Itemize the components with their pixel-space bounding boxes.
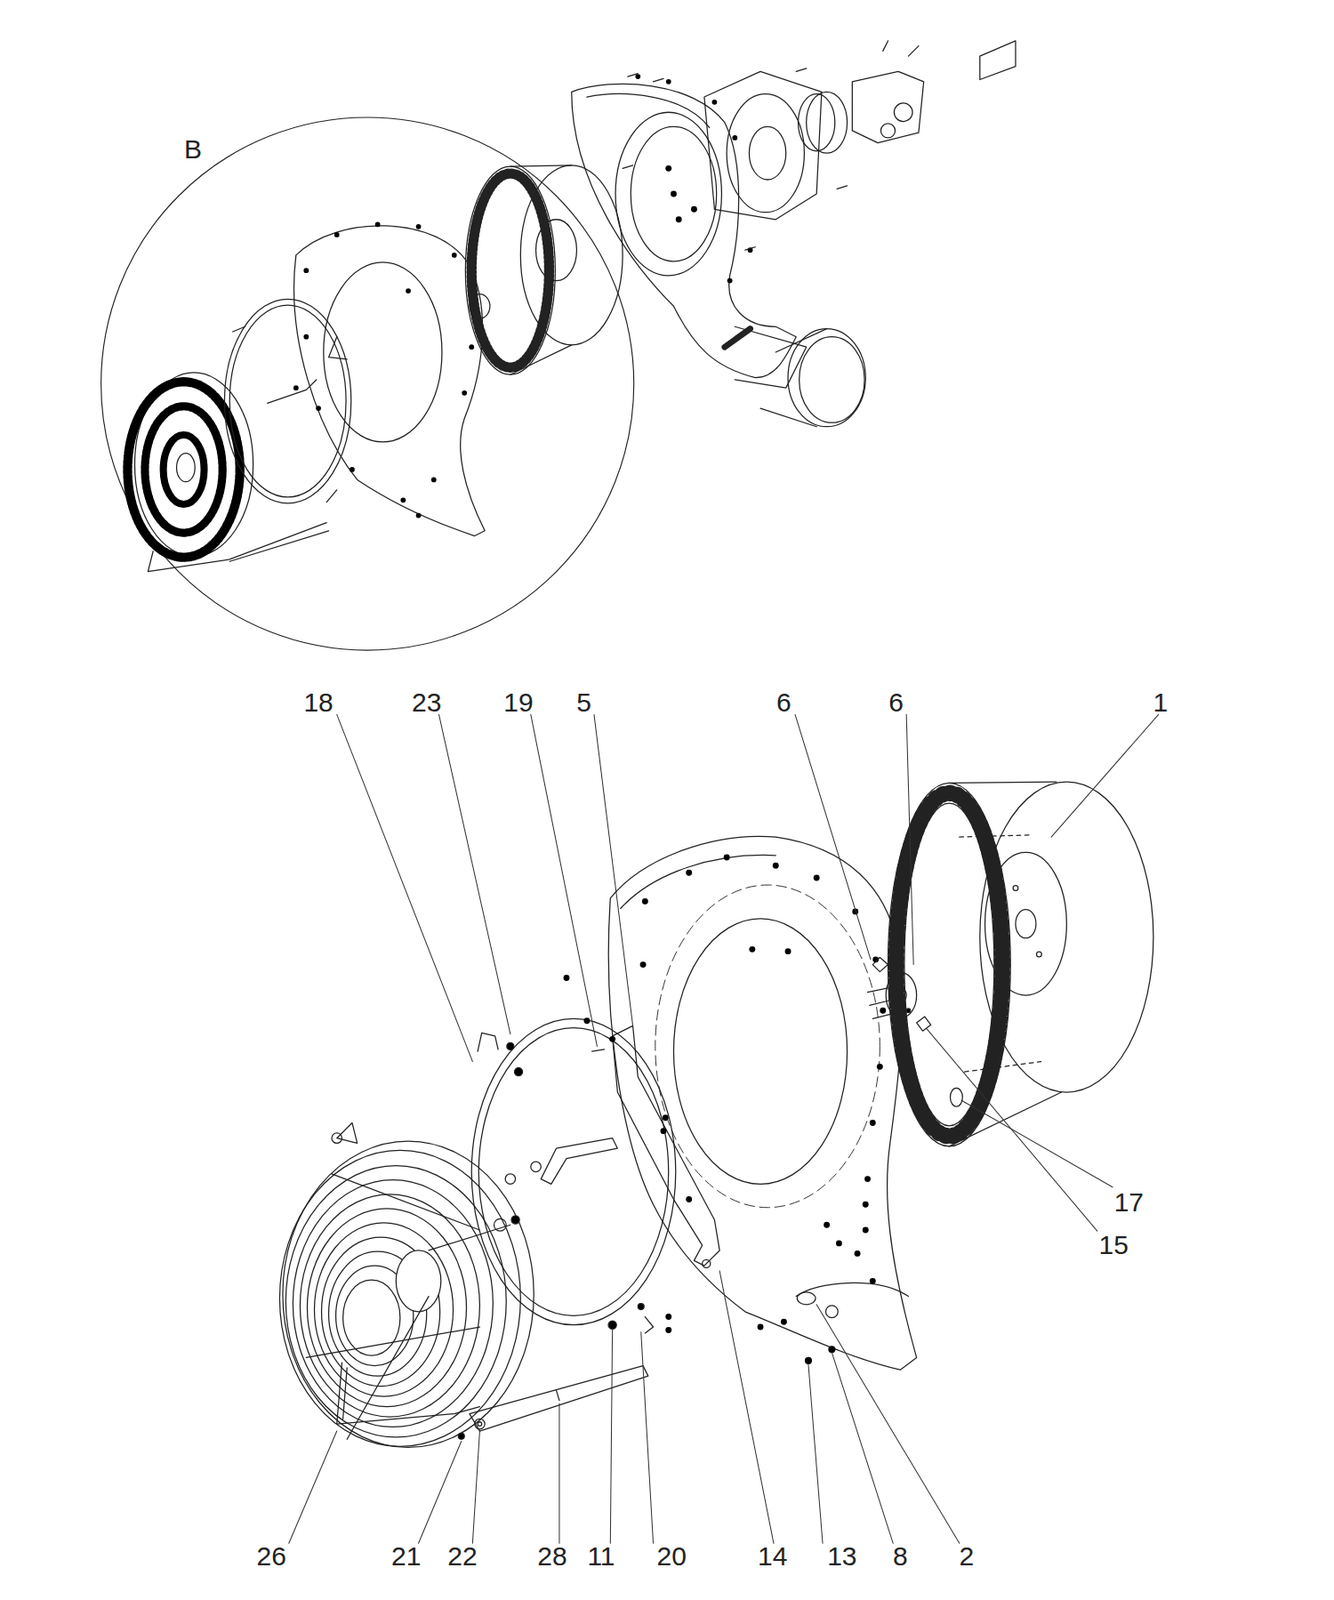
callout-number: 22 [447, 1542, 477, 1570]
leader-lines [289, 714, 1159, 1543]
callout-number: 23 [411, 689, 442, 716]
housing-rear-overview [571, 73, 867, 427]
stand-bracket [458, 1366, 648, 1440]
callout-number: 26 [257, 1542, 287, 1570]
impeller-overview [465, 165, 623, 375]
detail-letter: B [184, 136, 202, 163]
callout-number: 21 [391, 1542, 421, 1570]
callout-number: 6 [776, 689, 792, 716]
callout-number: 19 [503, 689, 533, 716]
callout-number: 2 [959, 1542, 975, 1570]
housing-overview [293, 222, 485, 537]
callout-number: 20 [656, 1542, 686, 1570]
callout-number: 13 [827, 1542, 857, 1570]
callout-number: 15 [1098, 1231, 1128, 1259]
callout-number: 17 [1114, 1189, 1144, 1216]
callout-number: 8 [892, 1542, 909, 1570]
grille [279, 1122, 534, 1447]
detail-circle [101, 117, 635, 651]
callout-number: 6 [888, 689, 904, 716]
callout-number: 28 [537, 1542, 567, 1570]
callout-number: 1 [1153, 689, 1169, 716]
grille-overview [127, 372, 329, 572]
ring-overview [224, 298, 351, 504]
callout-number: 5 [576, 689, 592, 716]
callout-number: 18 [303, 689, 333, 716]
inlet-ring [471, 1018, 676, 1333]
fan-housing [563, 835, 917, 1370]
impeller [887, 781, 1153, 1147]
callout-number: 14 [757, 1542, 788, 1570]
motor-plate-overview [622, 40, 1016, 250]
callout-number: 11 [586, 1542, 615, 1570]
